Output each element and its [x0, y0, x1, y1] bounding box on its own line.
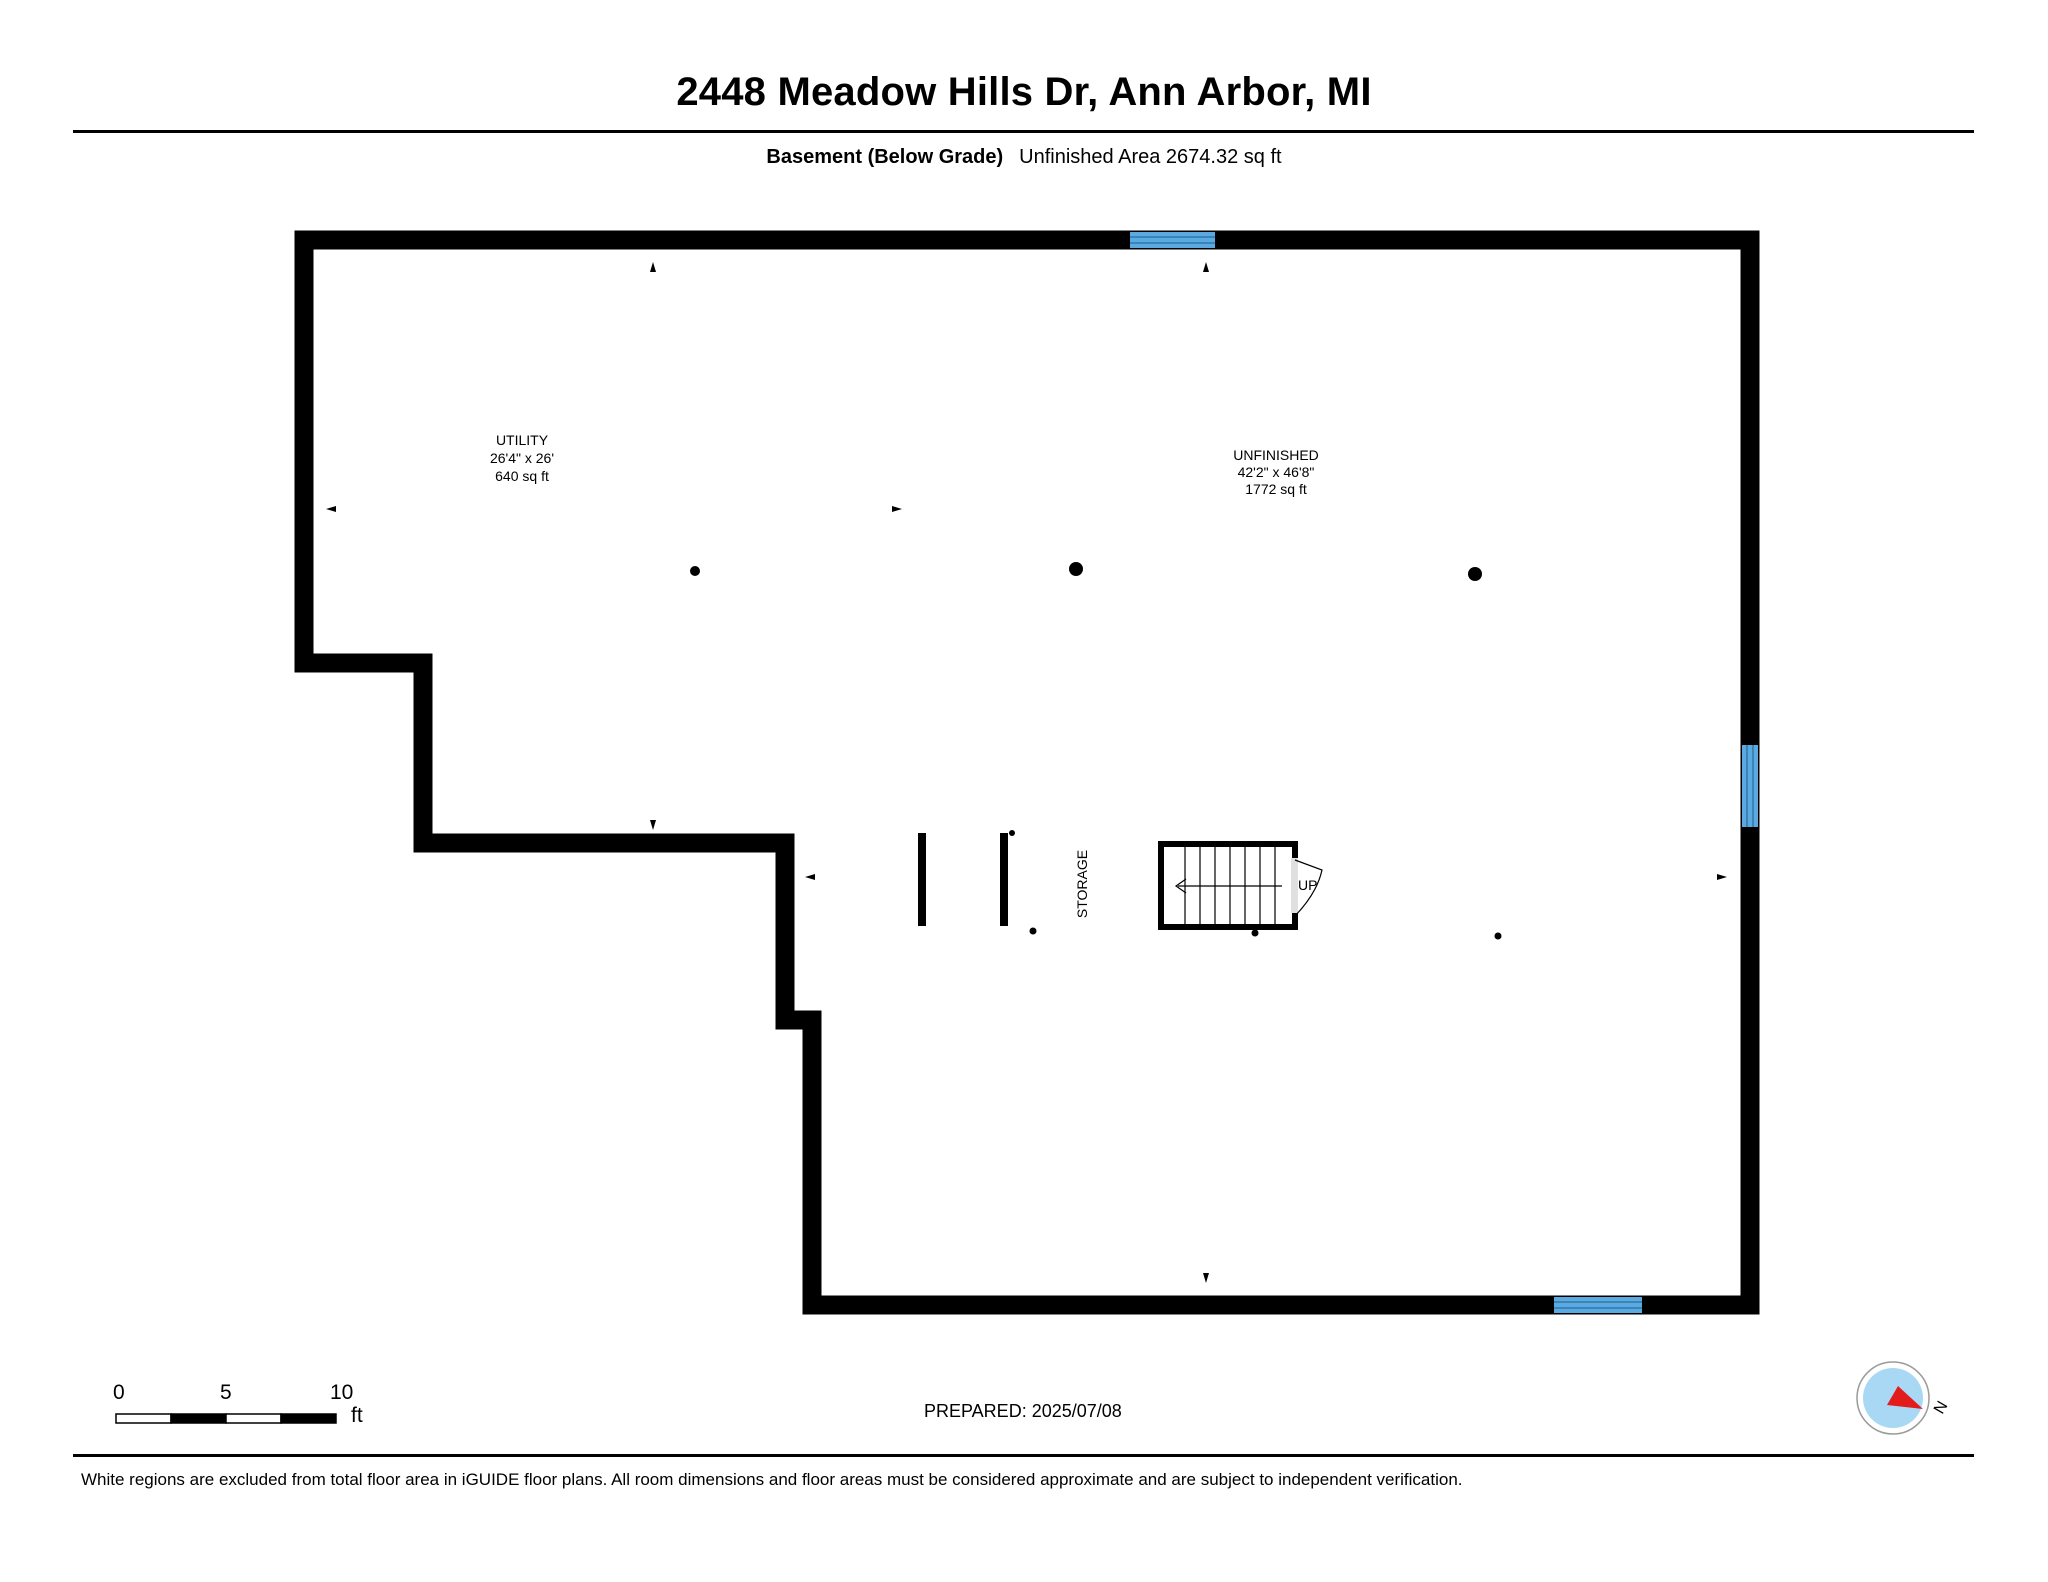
room-name: UTILITY: [496, 432, 549, 448]
support-posts: [690, 562, 1502, 940]
room-dimensions: 42'2" x 46'8": [1238, 464, 1315, 480]
support-post: [690, 566, 700, 576]
compass-needle: [1887, 1386, 1923, 1409]
window-top: [1130, 232, 1215, 248]
room-area: 640 sq ft: [495, 468, 549, 484]
dimension-arrow: [326, 506, 336, 512]
prepared-date: PREPARED: 2025/07/08: [924, 1401, 1122, 1421]
room-label-unfinished: UNFINISHED 42'2" x 46'8" 1772 sq ft: [1233, 447, 1319, 497]
scale-tick-5: 5: [220, 1381, 232, 1404]
compass-north-label: N: [1931, 1398, 1952, 1417]
dimension-arrow: [650, 262, 656, 272]
dimension-arrow: [1203, 262, 1209, 272]
room-name: UNFINISHED: [1233, 447, 1319, 463]
storage-partition: [918, 833, 926, 926]
exterior-wall: [294, 230, 1760, 1315]
stairs-label: UP: [1298, 877, 1317, 893]
support-post: [1468, 567, 1482, 581]
scale-tick-10: 10: [330, 1381, 354, 1404]
scale-unit: ft: [351, 1404, 363, 1427]
room-label-storage: STORAGE: [1074, 850, 1090, 918]
room-dimensions: 26'4" x 26': [490, 450, 554, 466]
scale-tick-0: 0: [113, 1381, 125, 1404]
dimension-arrow: [892, 506, 902, 512]
support-post: [1251, 929, 1259, 937]
compass: N: [1856, 1361, 1952, 1435]
support-post: [1009, 830, 1015, 836]
support-post: [1029, 927, 1037, 935]
dimension-arrow: [650, 820, 656, 830]
floor-summary: Basement (Below Grade) Unfinished Area 26…: [0, 146, 2048, 169]
footer-divider: [73, 1454, 1974, 1457]
support-post: [1069, 562, 1083, 576]
area-summary: Unfinished Area 2674.32 sq ft: [1019, 146, 1282, 168]
dimension-arrow: [805, 874, 815, 880]
window-right: [1742, 745, 1758, 827]
door-swing: [1294, 859, 1323, 917]
storage-partition: [1000, 833, 1008, 926]
page-title: 2448 Meadow Hills Dr, Ann Arbor, MI: [676, 70, 1372, 114]
room-area: 1772 sq ft: [1245, 481, 1307, 497]
header-divider: [73, 130, 1974, 133]
support-post: [1494, 932, 1502, 940]
dimension-arrow: [1717, 874, 1727, 880]
scale-bar: [115, 1413, 337, 1424]
dimension-arrow: [1203, 1273, 1209, 1283]
stair-arrow-head: [1174, 878, 1187, 894]
room-label-utility: UTILITY 26'4" x 26' 640 sq ft: [490, 432, 554, 484]
floor-name: Basement (Below Grade): [766, 146, 1004, 168]
footer-disclaimer: White regions are excluded from total fl…: [81, 1470, 1463, 1489]
window-bottom: [1554, 1297, 1642, 1313]
staircase: UP: [1158, 841, 1323, 930]
dimension-markers: [326, 262, 1727, 1283]
